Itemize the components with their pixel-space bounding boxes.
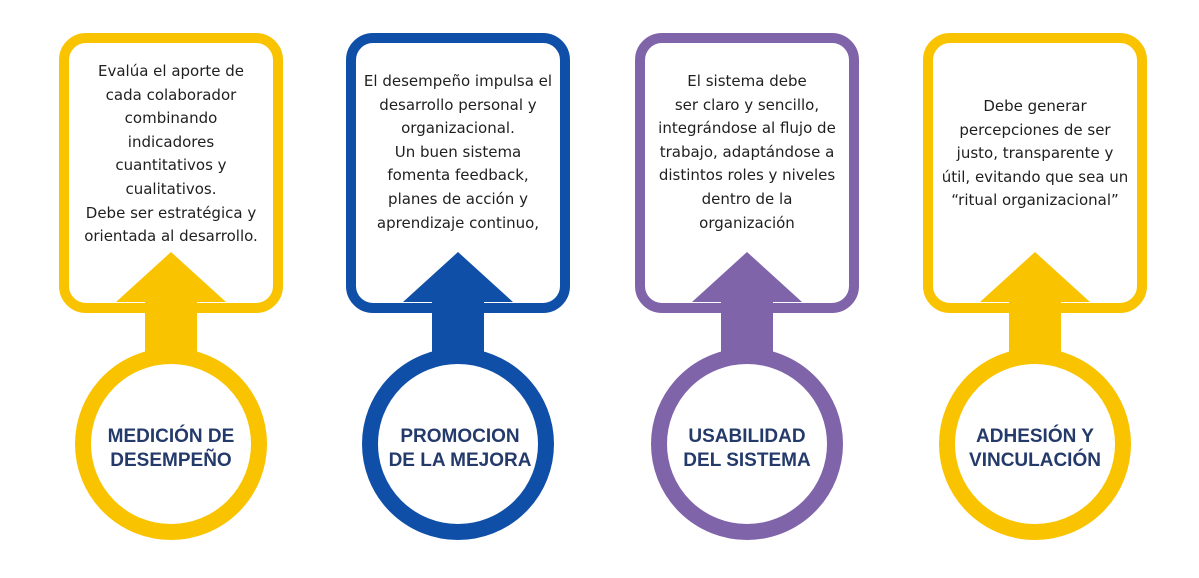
card-4-text: Debe generar percepciones de ser justo, … (941, 97, 1129, 210)
card-2-label: PROMOCION DE LA MEJORA (388, 426, 532, 471)
card-4-ring (939, 348, 1131, 540)
card-3-label: USABILIDAD DEL SISTEMA (683, 426, 811, 471)
card-3-text: El sistema debe ser claro y sencillo, in… (658, 72, 836, 232)
card-4-arrow (980, 252, 1090, 370)
card-2-arrow (403, 252, 513, 370)
card-1-text: Evalúa el aporte de cada colaborador com… (84, 62, 258, 246)
card-3-arrow (692, 252, 802, 370)
card-3-ring (651, 348, 843, 540)
card-1-ring (75, 348, 267, 540)
card-1-arrow (116, 252, 226, 370)
card-2-ring (362, 348, 554, 540)
card-4-label: ADHESIÓN Y VINCULACIÓN (969, 426, 1101, 471)
card-1-label: MEDICIÓN DE DESEMPEÑO (107, 426, 235, 471)
card-2-text: El desempeño impulsa el desarrollo perso… (363, 72, 553, 232)
